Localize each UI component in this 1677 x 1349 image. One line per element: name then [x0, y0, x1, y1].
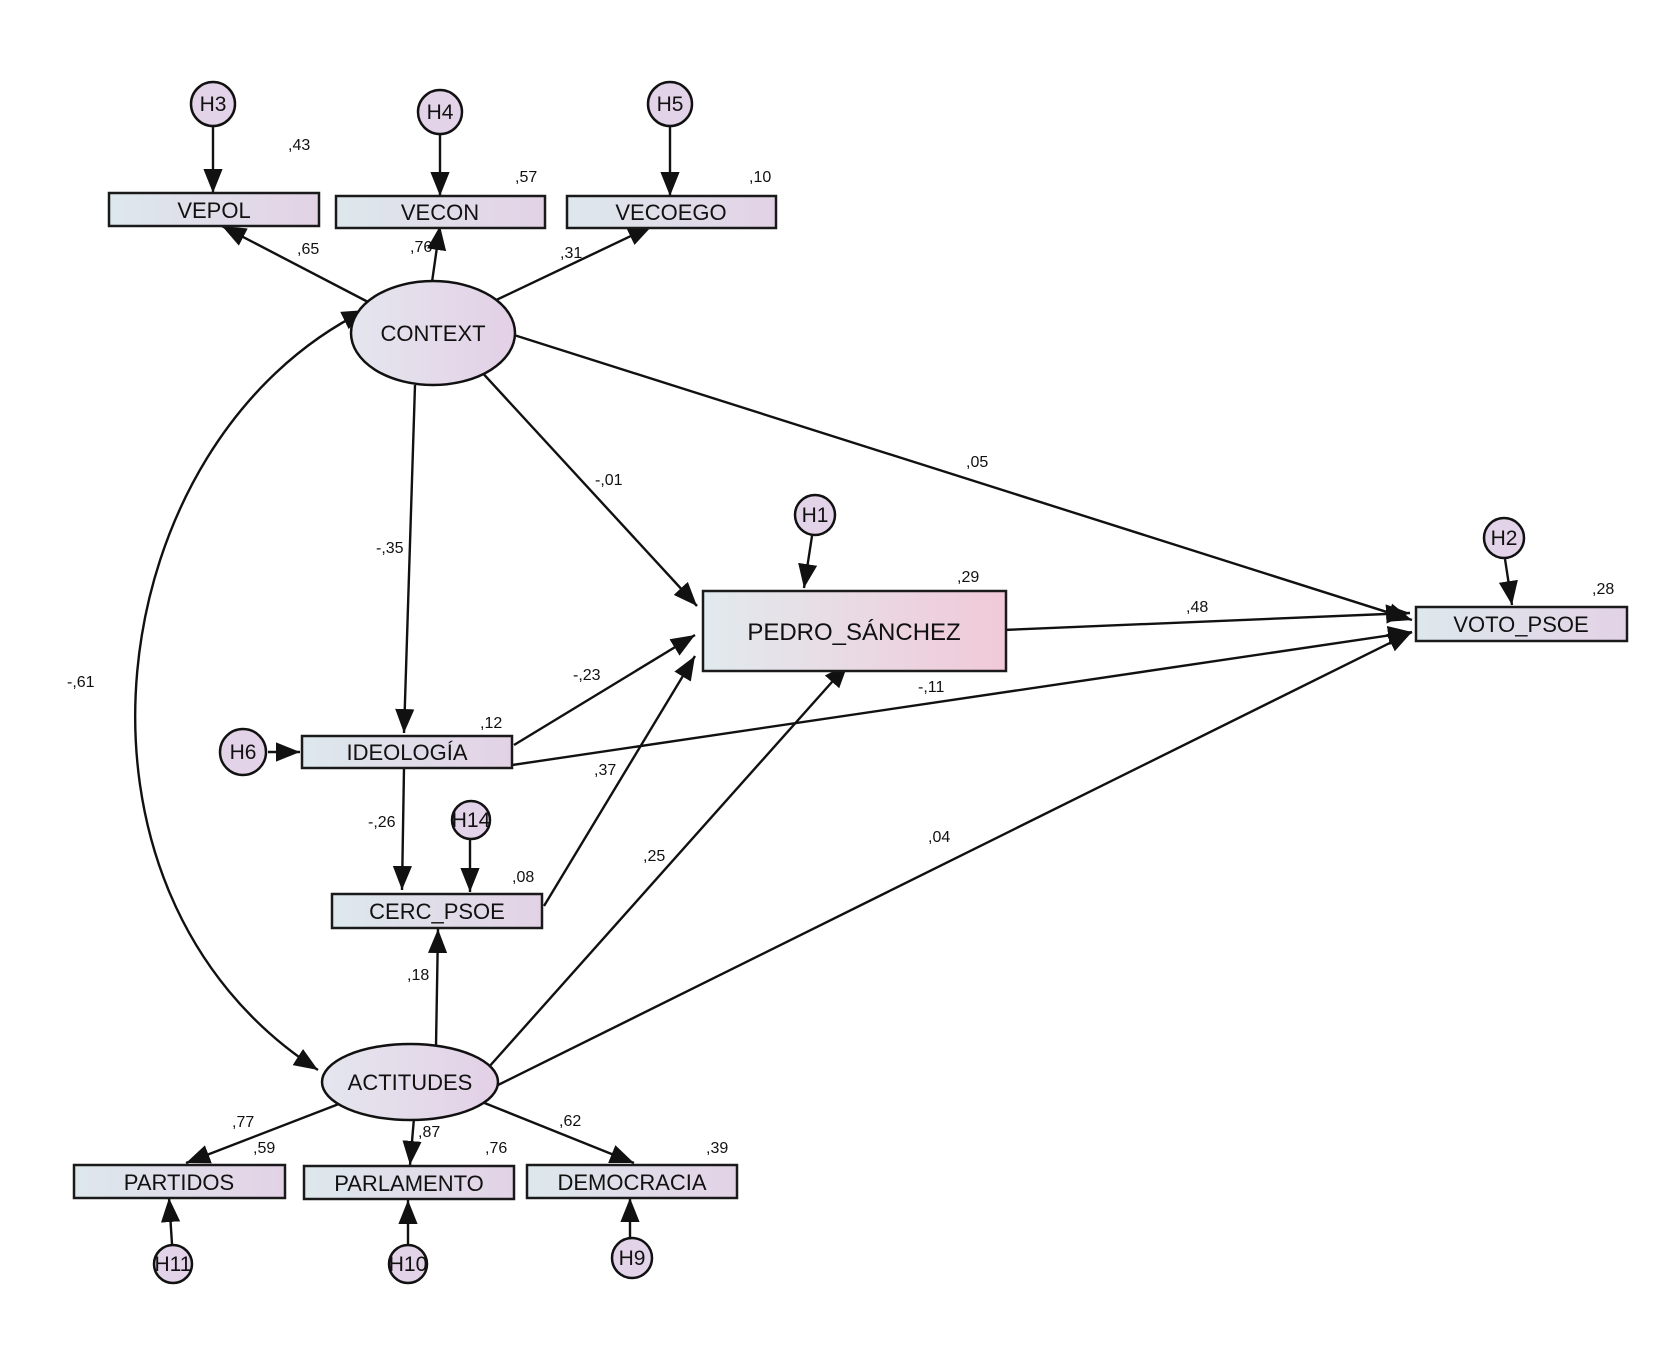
- arrow-h2-voto: [1498, 558, 1518, 606]
- arrow-actitudes-partidos: [185, 1100, 345, 1165]
- r2-parlamento: ,76: [485, 1140, 507, 1157]
- error-h3-label: H3: [200, 93, 227, 116]
- error-h2-label: H2: [1491, 527, 1518, 550]
- coef-actitudes-partidos: ,77: [232, 1114, 254, 1131]
- latent-actitudes-label: ACTITUDES: [348, 1070, 473, 1095]
- node-partidos: PARTIDOS: [72, 1163, 287, 1200]
- node-vecoego-label: VECOEGO: [615, 200, 726, 225]
- latent-context: CONTEXT: [349, 279, 517, 387]
- arrow-context-vepol: [221, 224, 371, 305]
- node-voto-psoe: VOTO_PSOE: [1414, 605, 1629, 643]
- r2-vecon: ,57: [515, 169, 537, 186]
- error-h9-label: H9: [619, 1247, 646, 1270]
- node-voto-psoe-label: VOTO_PSOE: [1453, 612, 1588, 637]
- coef-cerc-pedro: ,37: [594, 762, 616, 779]
- error-h1-label: H1: [802, 504, 829, 527]
- node-vecon: VECON: [334, 194, 547, 230]
- error-h11-label: H11: [155, 1253, 192, 1276]
- r2-voto-psoe: ,28: [1592, 581, 1614, 598]
- coef-actitudes-voto: ,04: [928, 829, 950, 846]
- error-h14: H14: [450, 799, 492, 841]
- coef-actitudes-pedro: ,25: [643, 848, 665, 865]
- coef-actitudes-democracia: ,62: [559, 1113, 581, 1130]
- arrow-pedro-voto: [1002, 604, 1411, 632]
- arrow-actitudes-pedro: [487, 663, 849, 1069]
- arrow-actitudes-cerc: [427, 928, 448, 1047]
- node-pedro-sanchez: PEDRO_SÁNCHEZ: [701, 589, 1008, 673]
- arrow-h1-pedro: [798, 535, 818, 589]
- error-h1: H1: [793, 493, 837, 537]
- arrow-context-voto: [513, 333, 1413, 622]
- coef-ideologia-pedro: -,23: [573, 667, 601, 684]
- node-democracia-label: DEMOCRACIA: [557, 1170, 706, 1195]
- coef-ideologia-voto: -,11: [918, 679, 944, 696]
- node-vepol: VEPOL: [107, 191, 321, 228]
- coef-context-pedro: -,01: [595, 472, 623, 489]
- node-ideologia: IDEOLOGÍA: [300, 734, 514, 770]
- r2-vecoego: ,10: [749, 169, 771, 186]
- coef-actitudes-cerc: ,18: [407, 967, 429, 984]
- error-h5-label: H5: [657, 93, 684, 116]
- node-vecoego: VECOEGO: [565, 194, 778, 230]
- arrow-h11-partidos: [160, 1197, 181, 1245]
- error-h3: H3: [189, 80, 237, 128]
- arrow-context-actitudes-covariance: [134, 308, 367, 1072]
- error-h6: H6: [218, 727, 268, 777]
- coef-context-vecon: ,76: [410, 239, 432, 256]
- error-h9: H9: [610, 1236, 654, 1280]
- coef-pedro-voto: ,48: [1186, 599, 1208, 616]
- arrow-actitudes-parlamento: [402, 1117, 422, 1166]
- coef-context-vecoego: ,31: [560, 245, 582, 262]
- r2-vepol: ,43: [288, 137, 310, 154]
- node-parlamento: PARLAMENTO: [302, 1164, 516, 1201]
- coef-context-actitudes-covariance: -,61: [67, 674, 95, 691]
- error-h2: H2: [1482, 516, 1526, 560]
- arrow-context-pedro: [477, 367, 698, 607]
- r2-cerc-psoe: ,08: [512, 869, 534, 886]
- node-parlamento-label: PARLAMENTO: [334, 1171, 484, 1196]
- error-h6-label: H6: [230, 741, 257, 764]
- arrow-ideologia-voto: [491, 626, 1413, 770]
- coef-context-voto: ,05: [966, 454, 988, 471]
- node-cerc-psoe: CERC_PSOE: [330, 892, 544, 930]
- r2-partidos: ,59: [253, 1140, 275, 1157]
- node-ideologia-label: IDEOLOGÍA: [346, 740, 467, 765]
- coef-actitudes-parlamento: ,87: [418, 1124, 440, 1141]
- r2-pedro-sanchez: ,29: [957, 569, 979, 586]
- r2-ideologia: ,12: [480, 715, 502, 732]
- node-vepol-label: VEPOL: [177, 198, 250, 223]
- latent-actitudes: ACTITUDES: [320, 1042, 500, 1122]
- error-h4: H4: [416, 88, 464, 136]
- error-h4-label: H4: [427, 101, 454, 124]
- error-h14-label: H14: [452, 809, 491, 832]
- error-h11: H11: [152, 1243, 194, 1285]
- arrow-actitudes-democracia: [481, 1100, 635, 1165]
- node-pedro-sanchez-label: PEDRO_SÁNCHEZ: [747, 619, 960, 646]
- arrow-actitudes-voto: [493, 630, 1413, 1089]
- arrow-cerc-pedro: [542, 655, 697, 907]
- node-cerc-psoe-label: CERC_PSOE: [369, 899, 505, 924]
- error-h10: H10: [387, 1243, 429, 1285]
- arrow-context-vecon: [427, 225, 447, 283]
- arrow-ideologia-cerc: [392, 767, 412, 891]
- latent-context-label: CONTEXT: [380, 321, 485, 346]
- coef-context-vepol: ,65: [297, 241, 319, 258]
- error-h5: H5: [646, 80, 694, 128]
- arrow-context-ideologia: [395, 384, 417, 734]
- node-partidos-label: PARTIDOS: [124, 1170, 234, 1195]
- node-democracia: DEMOCRACIA: [525, 1163, 739, 1200]
- node-vecon-label: VECON: [401, 200, 479, 225]
- arrow-ideologia-pedro: [513, 633, 696, 747]
- arrow-context-vecoego: [491, 224, 653, 304]
- coef-context-ideologia: -,35: [376, 540, 404, 557]
- r2-democracia: ,39: [706, 1140, 728, 1157]
- coef-ideologia-cerc: -,26: [368, 814, 396, 831]
- error-h10-label: H10: [389, 1253, 428, 1276]
